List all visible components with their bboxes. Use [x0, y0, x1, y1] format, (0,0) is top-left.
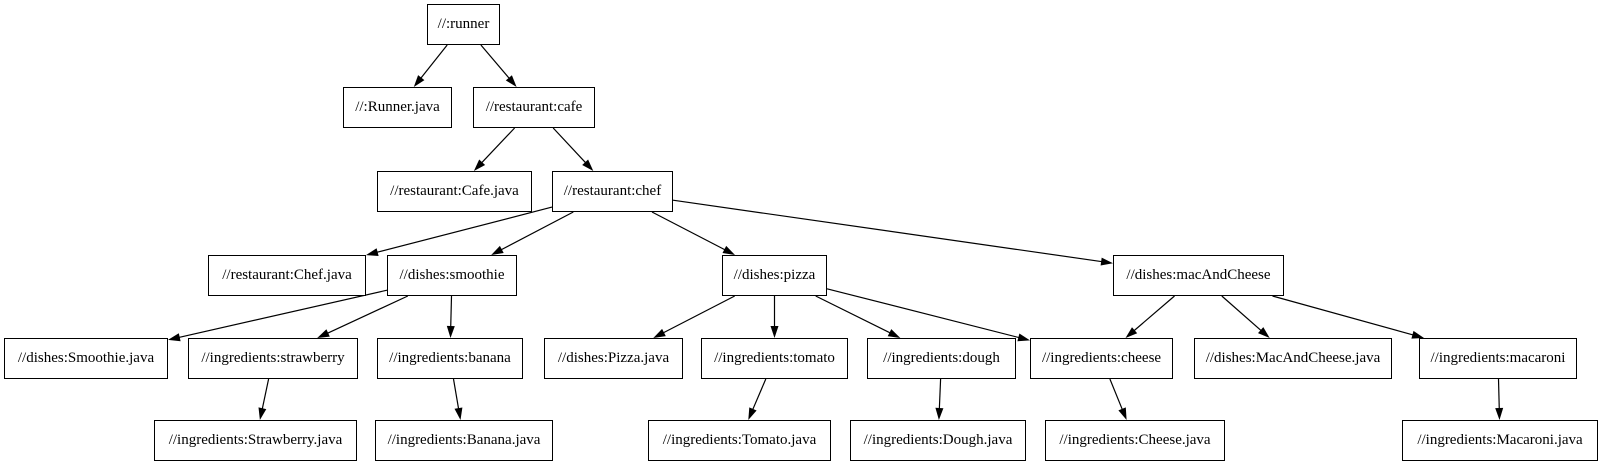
graph-edge-pizza-to-dough — [815, 295, 901, 338]
graph-node-cheese: //ingredients:cheese — [1030, 338, 1173, 379]
graph-node-macaroni-java: //ingredients:Macaroni.java — [1402, 420, 1598, 461]
graph-node-runner-java: //:Runner.java — [343, 87, 452, 128]
graph-node-label: //dishes:MacAndCheese.java — [1205, 350, 1381, 366]
graph-node-banana: //ingredients:banana — [377, 338, 523, 379]
graph-node-label: //restaurant:cafe — [485, 99, 583, 115]
graph-node-label: //ingredients:Banana.java — [387, 432, 541, 448]
graph-node-tomato-java: //ingredients:Tomato.java — [648, 420, 831, 461]
graph-edge-chef-to-chef-java — [366, 206, 553, 256]
graph-node-label: //ingredients:macaroni — [1430, 350, 1566, 366]
graph-node-label: //ingredients:Macaroni.java — [1417, 432, 1583, 448]
graph-node-tomato: //ingredients:tomato — [701, 338, 848, 379]
graph-node-strawberry: //ingredients:strawberry — [188, 338, 358, 379]
graph-edge-pizza-to-cheese — [826, 288, 1030, 342]
graph-edge-mac-and-cheese-to-cheese — [1125, 295, 1175, 338]
graph-edge-smoothie-to-smoothie-java — [168, 289, 388, 342]
graph-node-smoothie-java: //dishes:Smoothie.java — [4, 338, 168, 379]
graph-edge-pizza-to-tomato — [770, 296, 779, 338]
graph-node-label: //ingredients:Cheese.java — [1059, 432, 1211, 448]
graph-node-label: //ingredients:tomato — [714, 350, 835, 366]
graph-edge-cheese-to-cheese-java — [1109, 378, 1127, 420]
graph-edge-mac-and-cheese-to-mac-and-cheese-java — [1221, 295, 1270, 338]
graph-edge-smoothie-to-strawberry — [317, 295, 409, 338]
graph-node-label: //ingredients:Strawberry.java — [168, 432, 343, 448]
graph-node-label: //ingredients:strawberry — [201, 350, 345, 366]
graph-edge-smoothie-to-banana — [446, 295, 455, 338]
graph-node-label: //:Runner.java — [355, 99, 440, 115]
graph-node-mac-and-cheese: //dishes:macAndCheese — [1113, 255, 1284, 296]
graph-edge-macaroni-to-macaroni-java — [1495, 378, 1504, 420]
graph-edge-dough-to-dough-java — [935, 378, 944, 420]
graph-node-pizza-java: //dishes:Pizza.java — [544, 338, 683, 379]
graph-node-label: //ingredients:banana — [389, 350, 511, 366]
graph-node-label: //dishes:Smoothie.java — [17, 350, 155, 366]
graph-node-dough: //ingredients:dough — [867, 338, 1016, 379]
graph-node-cafe: //restaurant:cafe — [473, 87, 595, 128]
graph-node-cheese-java: //ingredients:Cheese.java — [1045, 420, 1225, 461]
graph-edge-pizza-to-pizza-java — [653, 295, 735, 338]
graph-node-label: //restaurant:chef — [563, 183, 662, 199]
graph-edge-runner-to-cafe — [480, 44, 517, 87]
graph-node-label: //ingredients:Tomato.java — [662, 432, 817, 448]
graph-edge-cafe-to-chef — [552, 127, 594, 171]
graph-edge-strawberry-to-strawberry-java — [258, 378, 270, 420]
graph-node-label: //:runner — [437, 16, 490, 32]
graph-edge-mac-and-cheese-to-macaroni — [1272, 295, 1424, 339]
graph-node-strawberry-java: //ingredients:Strawberry.java — [154, 420, 357, 461]
graph-edge-banana-to-banana-java — [452, 378, 463, 420]
graph-node-label: //ingredients:dough — [883, 350, 1000, 366]
graph-node-banana-java: //ingredients:Banana.java — [375, 420, 553, 461]
graph-node-chef-java: //restaurant:Chef.java — [208, 255, 366, 296]
graph-node-chef: //restaurant:chef — [552, 171, 673, 212]
graph-node-label: //dishes:smoothie — [399, 267, 505, 283]
graph-node-pizza: //dishes:pizza — [722, 255, 827, 296]
graph-node-mac-and-cheese-java: //dishes:MacAndCheese.java — [1194, 338, 1392, 379]
graph-edge-cafe-to-cafe-java — [473, 127, 516, 171]
graph-edge-tomato-to-tomato-java — [748, 378, 767, 420]
graph-edge-chef-to-mac-and-cheese — [672, 199, 1113, 266]
graph-edge-chef-to-smoothie — [491, 211, 574, 255]
graph-node-label: //ingredients:Dough.java — [863, 432, 1013, 448]
graph-node-label: //restaurant:Chef.java — [222, 267, 352, 283]
graph-edge-chef-to-pizza — [651, 211, 735, 255]
graph-node-dough-java: //ingredients:Dough.java — [850, 420, 1026, 461]
graph-node-cafe-java: //restaurant:Cafe.java — [377, 171, 532, 212]
graph-node-label: //dishes:Pizza.java — [557, 350, 670, 366]
graph-node-label: //dishes:pizza — [733, 267, 816, 283]
graph-node-runner: //:runner — [427, 4, 500, 45]
graph-edge-runner-to-runner-java — [413, 44, 448, 87]
graph-node-macaroni: //ingredients:macaroni — [1419, 338, 1577, 379]
graph-node-label: //dishes:macAndCheese — [1126, 267, 1271, 283]
graph-node-label: //ingredients:cheese — [1041, 350, 1162, 366]
graph-node-smoothie: //dishes:smoothie — [387, 255, 517, 296]
graph-node-label: //restaurant:Cafe.java — [390, 183, 519, 199]
